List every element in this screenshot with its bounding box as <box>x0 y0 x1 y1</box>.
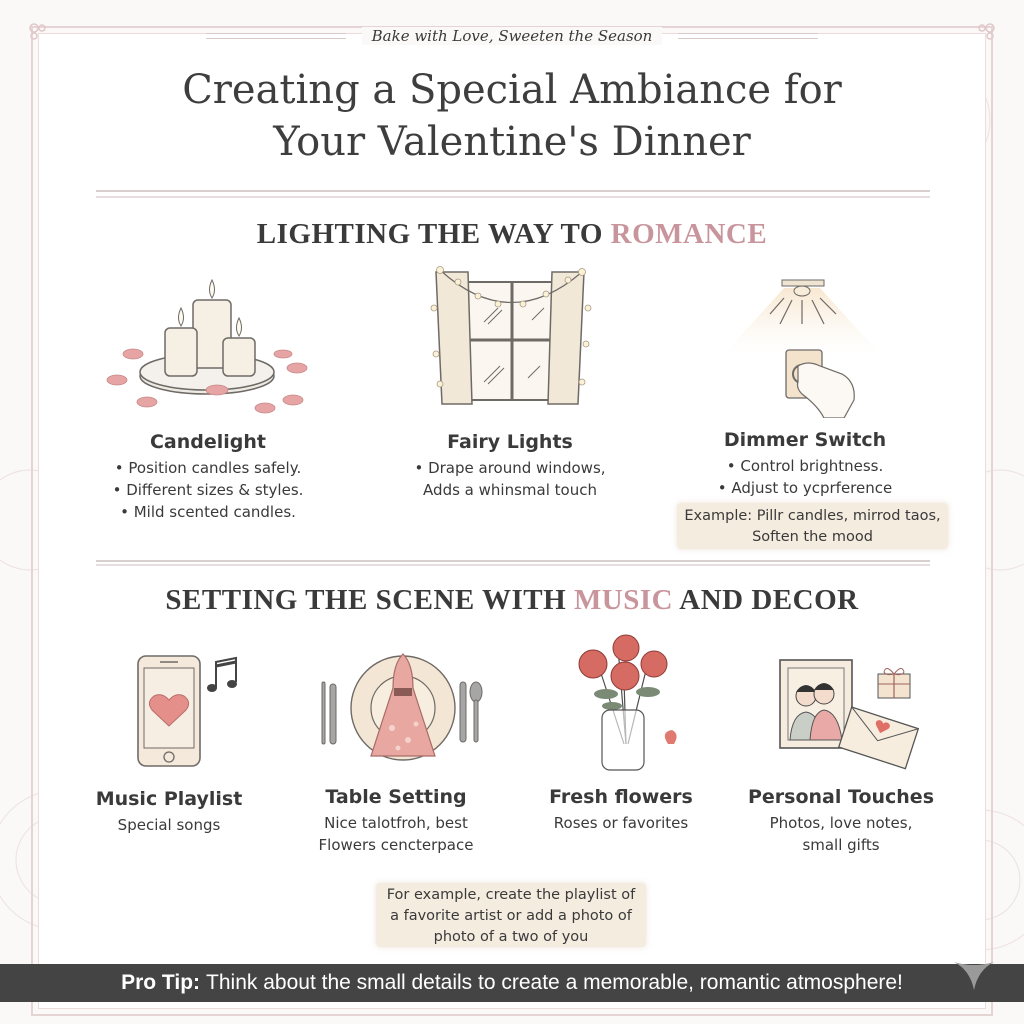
divider <box>678 33 819 39</box>
feature-fresh-flowers: Fresh flowers Roses or favorites <box>549 786 693 832</box>
feature-personal-touches: Personal Touches Photos, love notes, sma… <box>747 786 935 854</box>
divider <box>96 560 930 566</box>
photo-letter-gift-icon <box>779 659 920 770</box>
decor-example-note: For example, create the playlist of a fa… <box>376 883 646 947</box>
page-title-line2: Your Valentine's Dinner <box>273 119 751 165</box>
fairy-lights-window-icon <box>430 266 592 405</box>
lighting-example-note: Example: Pillr candles, mirrod taos, Sof… <box>677 503 948 549</box>
pro-tip-text: Think about the small details to create … <box>206 971 903 994</box>
divider <box>96 190 930 198</box>
feature-candlelight: Candelight Position candles safely. Diff… <box>85 431 331 523</box>
feature-fairy-lights: Fairy Lights Drape around windows, Adds … <box>385 431 635 501</box>
section-title-accent: ROMANCE <box>610 218 768 250</box>
feature-dimmer-switch: Dimmer Switch Control brightness. Adjust… <box>680 429 930 499</box>
tagline: Bake with Love, Sweeten the Season <box>361 27 663 45</box>
corner-ornament-icon <box>978 23 995 40</box>
divider <box>205 33 346 39</box>
ornament-arrow-icon <box>954 962 994 990</box>
feature-table-setting: Table Setting Nice talotfroh, best Flowe… <box>318 786 474 854</box>
feature-music-playlist: Music Playlist Special songs <box>95 788 243 834</box>
tagline-row: Bake with Love, Sweeten the Season <box>0 22 1024 50</box>
section-title-decor: SETTING THE SCENE WITH MUSIC AND DECOR <box>165 584 859 616</box>
page-title: Creating a Special Ambiance for Your Val… <box>0 64 1024 168</box>
section-title-lighting: LIGHTING THE WAY TO ROMANCE <box>256 218 768 250</box>
phone-music-icon <box>137 655 237 767</box>
section-title-accent: MUSIC <box>573 584 674 616</box>
corner-ornament-icon <box>29 23 46 40</box>
pro-tip-banner: Pro Tip: Think about the small details t… <box>0 962 1024 1002</box>
pro-tip-label: Pro Tip: <box>121 971 201 994</box>
roses-vase-icon <box>578 634 677 771</box>
candles-icon <box>106 278 308 414</box>
table-setting-icon <box>321 653 483 761</box>
page-title-line1: Creating a Special Ambiance for <box>182 67 842 113</box>
dimmer-switch-icon <box>724 279 880 418</box>
